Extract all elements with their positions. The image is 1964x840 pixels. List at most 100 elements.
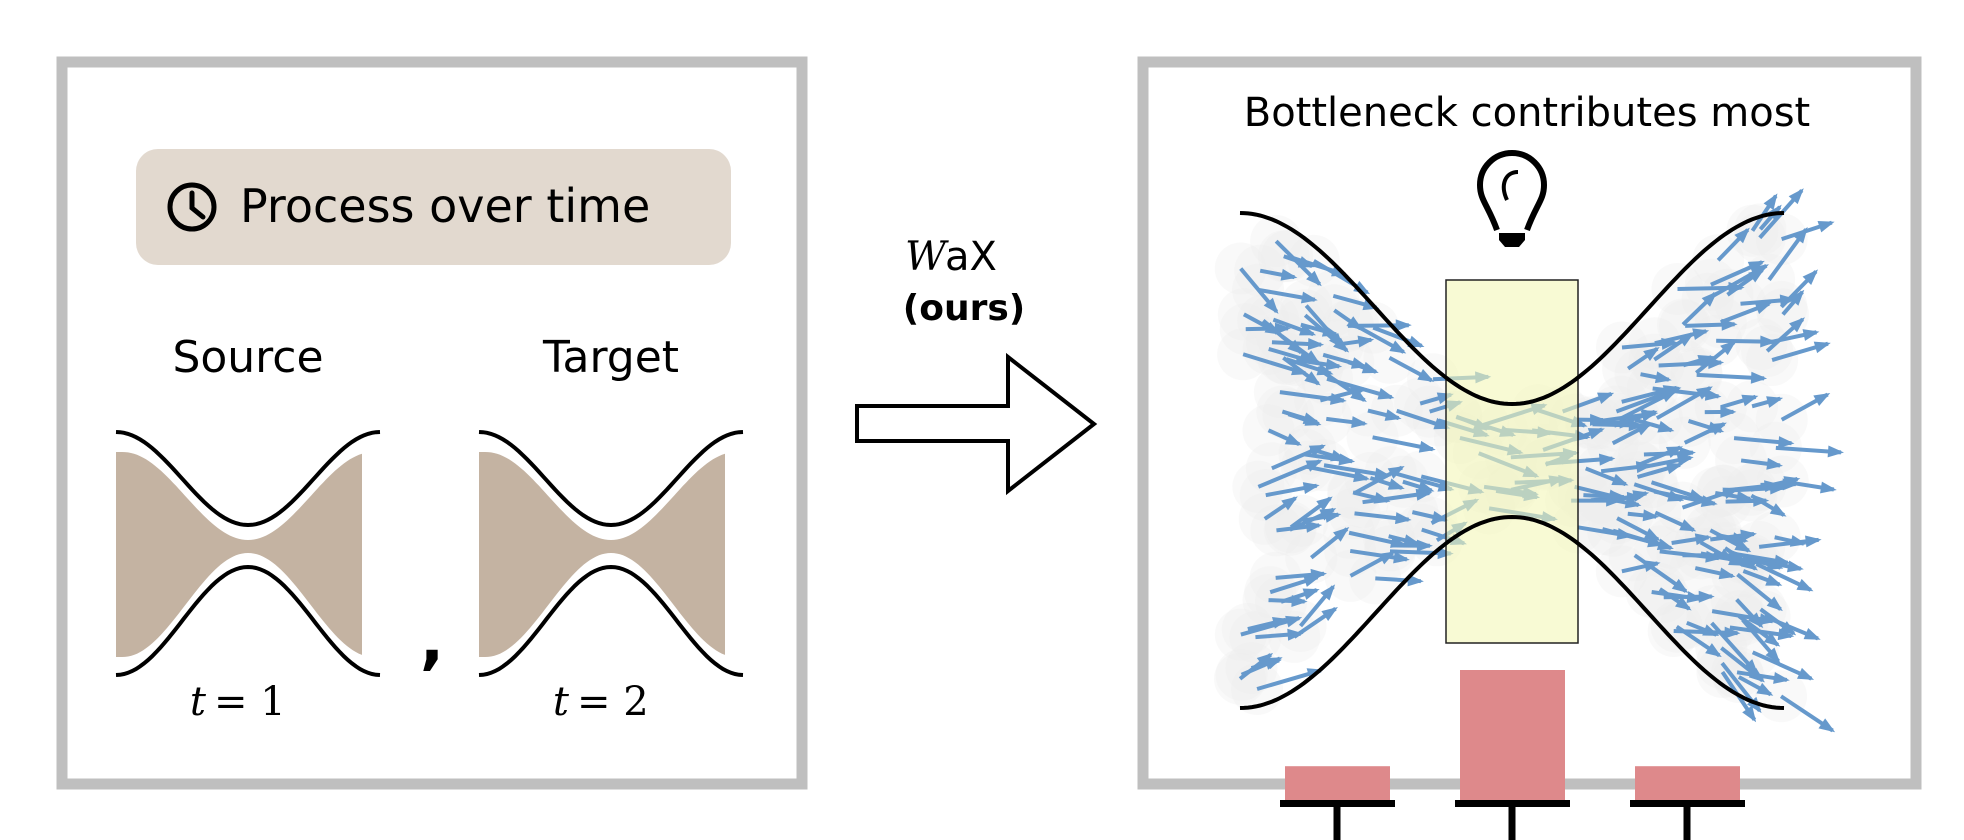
flow-arrow [1257, 287, 1318, 304]
flow-arrow [1751, 396, 1784, 409]
flow-arrow [1347, 319, 1412, 332]
contribution-bar [1460, 670, 1565, 800]
flow-arrow [1633, 553, 1689, 594]
bar-baseline [1280, 800, 1395, 807]
flow-arrow [1375, 574, 1424, 587]
flow-sample-blob [1257, 230, 1310, 283]
flow-arrow [1710, 621, 1759, 676]
lower-wall [478, 564, 744, 677]
source-shape [115, 430, 381, 677]
comma-separator: , [420, 604, 444, 678]
flow-arrow [1616, 516, 1661, 542]
svg-text:= 1: = 1 [214, 679, 286, 725]
flow-arrow [1755, 562, 1814, 592]
flow-arrow [1618, 389, 1678, 421]
process-label: Process over time [240, 179, 650, 233]
flow-arrow [1271, 444, 1326, 471]
flow-arrow [1627, 509, 1660, 522]
flow-arrow [1651, 590, 1704, 604]
flow-arrow [1287, 412, 1322, 426]
svg-text:W: W [905, 234, 949, 280]
flow-arrow [1779, 694, 1836, 733]
flow-arrow [1682, 354, 1715, 368]
flow-arrow [1750, 193, 1778, 232]
flow-arrow [1782, 479, 1837, 494]
flow-arrow [1626, 346, 1660, 371]
flow-arrow [1733, 436, 1795, 449]
flow-arrow [1592, 419, 1645, 432]
lightbulb-icon [1476, 150, 1548, 247]
flow-arrow [1280, 588, 1320, 604]
flow-arrow [1247, 616, 1289, 631]
flow-arrow [1779, 269, 1819, 309]
svg-text:= 2: = 2 [577, 679, 649, 725]
flow-arrow [1349, 548, 1410, 564]
flow-arrow [1658, 587, 1692, 611]
bar-baseline [1630, 800, 1745, 807]
flow-arrow [1621, 337, 1678, 350]
target-label: Target [542, 332, 679, 383]
flow-arrow [1362, 488, 1433, 505]
lower-wall [115, 564, 381, 677]
flow-arrow [1326, 416, 1368, 429]
flow-arrow [1741, 618, 1781, 664]
flow-arrow [1653, 489, 1718, 507]
flow-arrow [1729, 625, 1795, 641]
filled-region [479, 452, 725, 657]
flow-arrow [1390, 539, 1433, 552]
svg-text:t: t [190, 679, 207, 725]
bottleneck-highlight [1445, 279, 1579, 644]
flow-arrow [1720, 646, 1765, 683]
svg-text:t: t [553, 679, 570, 725]
flow-arrow [1696, 371, 1768, 384]
flow-arrow [1736, 572, 1783, 612]
flow-arrow [1751, 650, 1815, 681]
flow-arrow [1402, 479, 1435, 493]
bar-stem [1683, 806, 1691, 840]
flow-arrow [1259, 268, 1298, 281]
process-badge [136, 149, 731, 265]
flow-arrow [1584, 466, 1629, 487]
flow-arrow [1263, 496, 1298, 521]
contribution-bars [1280, 670, 1745, 840]
contribution-bar [1635, 766, 1740, 800]
flow-arrow [1765, 317, 1805, 353]
flow-arrow [1372, 435, 1436, 453]
flow-arrow [1726, 268, 1765, 297]
flow-arrow [1737, 675, 1774, 697]
hourglass-walls [1239, 211, 1785, 710]
method-label: W aX (ours) [903, 234, 1025, 329]
flow-arrow [1577, 525, 1634, 540]
flow-arrow [1659, 549, 1722, 563]
flow-arrow [1337, 335, 1375, 348]
flow-arrow [1694, 566, 1736, 580]
contribution-bar [1285, 766, 1390, 800]
flow-arrow [1780, 392, 1831, 422]
flow-arrow [1306, 464, 1370, 483]
filled-region [116, 452, 362, 657]
flow-arrow [1298, 584, 1336, 628]
flow-arrow [1771, 341, 1831, 362]
flow-arrow [1411, 510, 1449, 523]
flow-arrow [1671, 533, 1712, 546]
flow-arrow [1265, 482, 1320, 498]
flow-arrow [1302, 510, 1342, 523]
flow-arrow [1640, 371, 1672, 384]
flow-arrow [1289, 496, 1333, 529]
flow-arrow [1683, 422, 1727, 445]
bar-stem [1508, 806, 1516, 840]
clock-icon [167, 182, 217, 232]
flow-arrow [1675, 624, 1722, 658]
flow-arrow [1293, 607, 1338, 639]
source-label: Source [172, 332, 323, 383]
flow-arrow [1388, 356, 1435, 383]
flow-arrow [1242, 312, 1282, 336]
flow-arrow [1735, 598, 1764, 629]
flow-arrow [1740, 457, 1783, 470]
upper-wall [1239, 211, 1785, 407]
flow-arrow [1367, 408, 1402, 421]
right-panel-title: Bottleneck contributes most [1244, 90, 1810, 136]
flow-arrow [1347, 360, 1379, 374]
flow-arrow [1758, 535, 1822, 549]
